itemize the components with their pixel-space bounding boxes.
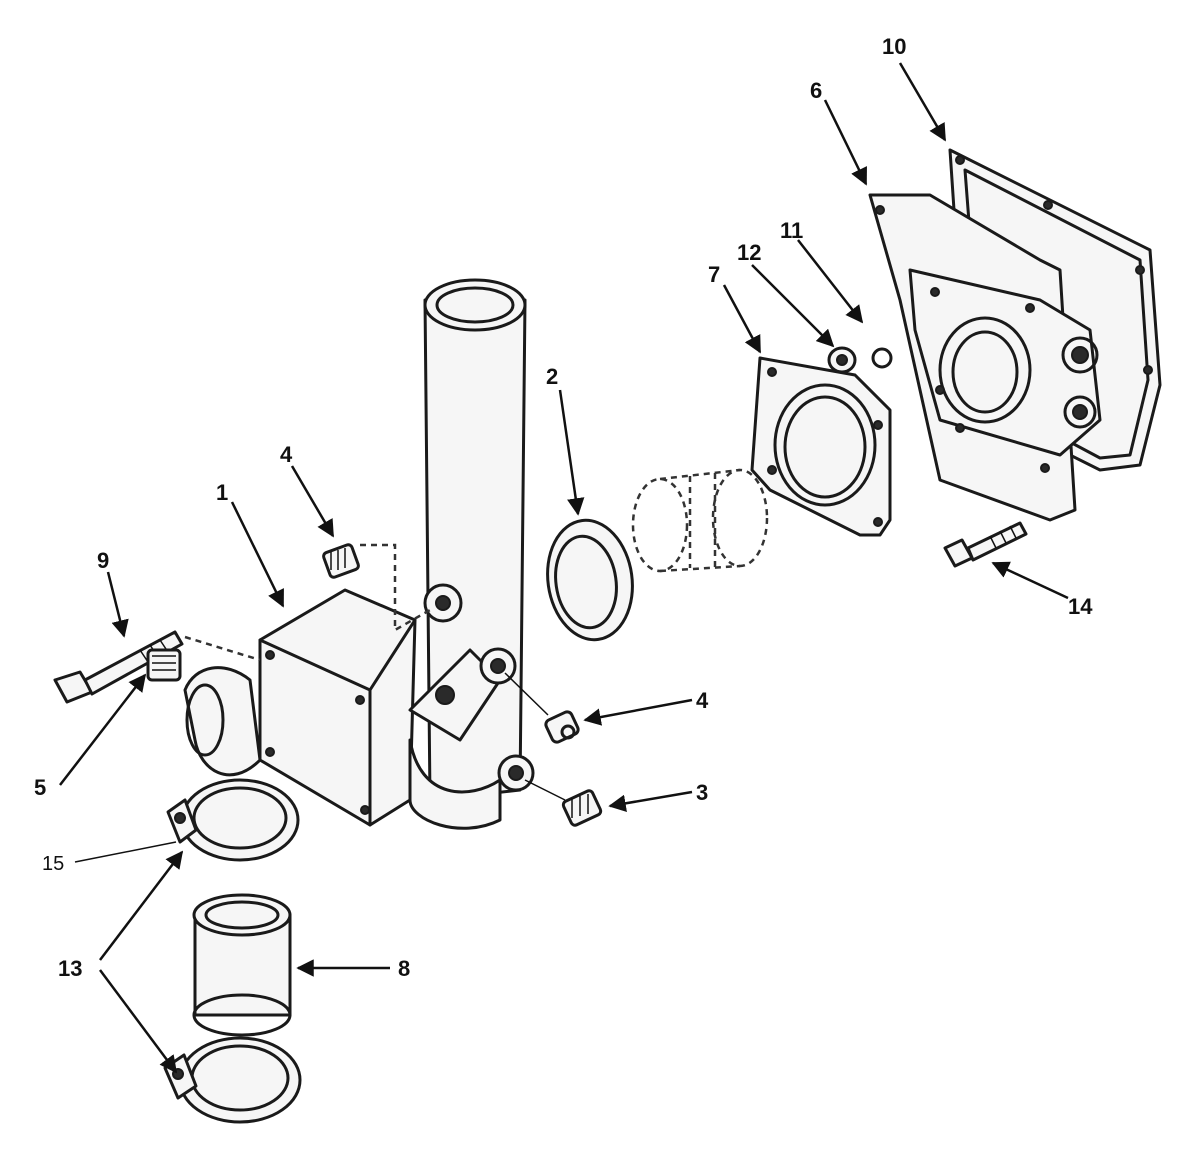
part-3-plug <box>561 789 603 827</box>
callout-10: 10 <box>882 34 906 59</box>
part-7-gasket <box>750 356 892 537</box>
plug-4-guide-line <box>360 543 431 633</box>
part-4-upper-plug <box>322 543 360 579</box>
part-5-plug <box>146 648 182 682</box>
callout-12: 12 <box>737 240 761 265</box>
phantom-impeller <box>631 468 769 573</box>
callout-4-upper: 4 <box>280 442 293 467</box>
part-2-seal <box>546 518 634 642</box>
callout-5: 5 <box>34 775 46 800</box>
part-13-upper-clamp <box>166 778 300 862</box>
part-6-adapter-housing <box>868 193 1102 522</box>
callout-11: 11 <box>780 218 803 243</box>
bolt-9-guide-line <box>184 635 261 662</box>
callout-14: 14 <box>1068 594 1093 619</box>
part-11-o-ring <box>871 347 893 369</box>
callout-13: 13 <box>58 956 82 981</box>
part-14-screw <box>943 521 1028 568</box>
part-12-fitting <box>827 346 857 374</box>
callout-2: 2 <box>546 364 558 389</box>
callout-4-right: 4 <box>696 688 709 713</box>
part-1-pump-body <box>183 278 535 830</box>
callout-9: 9 <box>97 548 109 573</box>
callout-1: 1 <box>216 480 228 505</box>
callout-3: 3 <box>696 780 708 805</box>
callout-labels: 1 2 3 4 4 5 6 7 8 9 10 11 12 13 14 15 <box>34 34 1093 981</box>
callout-6: 6 <box>810 78 822 103</box>
part-9-bolt <box>53 630 184 704</box>
callout-15: 15 <box>42 853 64 875</box>
part-8-hose <box>192 893 292 1037</box>
leader-lines <box>59 62 1069 1074</box>
callout-8: 8 <box>398 956 410 981</box>
callout-7: 7 <box>708 262 720 287</box>
part-13-lower-clamp <box>163 1036 302 1124</box>
part-4-right-plug <box>544 710 580 744</box>
